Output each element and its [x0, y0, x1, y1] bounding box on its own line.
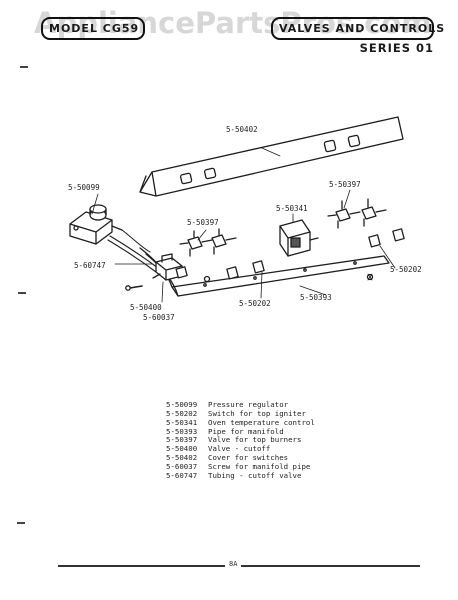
cutoff-tubing — [109, 235, 159, 269]
parts-legend: 5-50099 Pressure regulator 5-50202 Switch … — [166, 400, 315, 481]
part-description: Valve - cutoff — [208, 444, 271, 454]
burner-valve-right — [327, 198, 387, 229]
part-number: 5-50099 — [166, 400, 198, 409]
legend-row: 5-50402 Cover for switches — [166, 453, 315, 463]
part-description: Pressure regulator — [208, 400, 289, 409]
watermark: AppliancePartsPros.com — [34, 6, 432, 40]
callout-oven-control: 5-50341 — [276, 204, 308, 213]
callout-tubing: 5-60747 — [74, 261, 106, 270]
leader-lines — [91, 147, 396, 303]
part-description: Cover for switches — [208, 453, 289, 463]
margin-tick — [18, 292, 26, 294]
part-description: Tubing - cutoff valve — [208, 470, 302, 480]
oven-temperature-control — [279, 219, 319, 257]
model-label-box: MODEL CG59 — [41, 17, 145, 40]
part-number: 5-60747 — [166, 470, 198, 480]
part-number: 5-60037 — [166, 461, 198, 471]
page-number: 8A — [225, 560, 242, 568]
part-number: 5-50202 — [166, 408, 198, 418]
part-description: Pipe for manifold — [208, 426, 284, 436]
callout-manifold-screw: 5-60037 — [143, 313, 175, 322]
callout-cutoff-valve: 5-50400 — [130, 303, 162, 312]
callout-manifold-pipe: 5-50393 — [300, 293, 332, 302]
series-label: SERIES 01 — [359, 41, 434, 55]
part-number: 5-50397 — [166, 435, 198, 445]
part-number: 5-50400 — [166, 444, 198, 454]
callout-switch-right: 5-50202 — [390, 265, 422, 274]
fasteners — [125, 273, 374, 291]
part-number: 5-50341 — [166, 417, 198, 427]
callout-valve-right: 5-50397 — [329, 180, 361, 189]
legend-row: 5-60747 Tubing - cutoff valve — [166, 470, 315, 481]
switch-cover-panel — [139, 116, 404, 197]
part-number: 5-50402 — [166, 453, 198, 463]
margin-tick — [17, 522, 25, 524]
igniter-switches — [175, 228, 405, 280]
legend-row: 5-50202 Switch for top igniter — [166, 408, 315, 419]
legend-row: 5-50099 Pressure regulator — [166, 400, 315, 410]
legend-row: 5-50341 Oven temperature control — [166, 417, 315, 428]
model-label: MODEL CG59 — [49, 22, 140, 35]
pressure-regulator — [69, 204, 123, 245]
part-description: Valve for top burners — [208, 435, 302, 445]
section-title: VALVES AND CONTROLS — [279, 22, 446, 35]
legend-row: 5-50397 Valve for top burners — [166, 435, 315, 445]
part-description: Screw for manifold pipe — [208, 461, 311, 471]
legend-row: 5-50400 Valve - cutoff — [166, 444, 315, 454]
callout-valve-left: 5-50397 — [187, 218, 219, 227]
part-description: Switch for top igniter — [208, 408, 306, 418]
callout-cover: 5-50402 — [226, 125, 258, 134]
section-title-box: VALVES AND CONTROLS — [271, 17, 444, 40]
callout-switch-center: 5-50202 — [239, 299, 271, 308]
margin-tick — [20, 66, 28, 68]
part-description: Oven temperature control — [208, 417, 315, 427]
callout-regulator: 5-50099 — [68, 183, 100, 192]
burner-valve-left — [179, 228, 237, 257]
legend-row: 5-50393 Pipe for manifold — [166, 426, 315, 437]
cutoff-valve — [152, 253, 183, 281]
part-number: 5-50393 — [166, 426, 198, 436]
legend-row: 5-60037 Screw for manifold pipe — [166, 461, 315, 472]
